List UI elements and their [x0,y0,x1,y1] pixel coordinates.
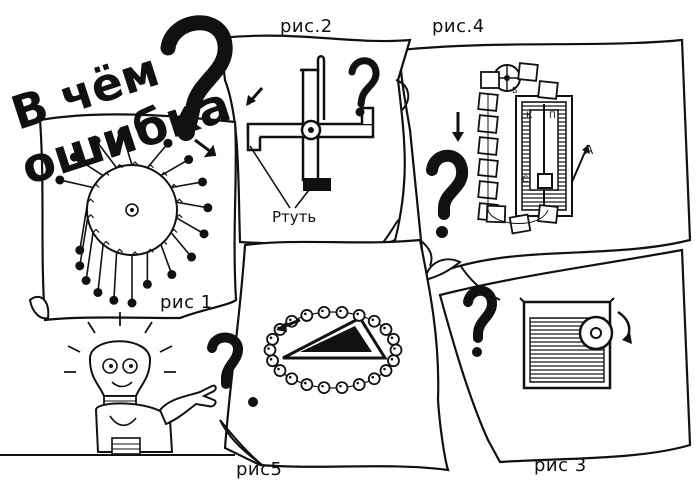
bead [336,307,347,318]
bead [301,310,312,321]
lever-weight [75,261,84,270]
lightbulb-character [64,312,216,454]
fig3-label: рис 3 [534,455,587,476]
bead-shine [270,336,273,339]
bead-shine [391,336,394,339]
lever-weight [70,153,79,162]
lever-weight [128,299,137,308]
bead [265,345,276,356]
bead [275,365,286,376]
bead [369,316,380,327]
bead-shine [289,318,292,321]
bead [388,355,399,366]
bead-shine [339,310,342,313]
fig2-mercury-label: Ртуть [272,208,316,226]
bead [319,382,330,393]
lever-weight [198,177,207,186]
bead-shine [267,347,270,350]
bead [369,373,380,384]
fig1-label: рис 1 [160,292,213,313]
bead [267,355,278,366]
chain-box [538,81,558,99]
bead [286,373,297,384]
bead-shine [304,313,307,316]
bead-shine [383,368,386,371]
bead-shine [371,376,374,379]
bead-shine [321,385,324,388]
chain-box [538,205,558,223]
bead [388,334,399,345]
fig4-label: рис.4 [432,16,485,37]
bead-shine [339,385,342,388]
bead [380,365,391,376]
bead [354,310,365,321]
lever-weight [163,139,172,148]
bead-shine [321,310,324,313]
chain-box [518,63,538,81]
bead [354,379,365,390]
lever-weight [75,246,84,255]
bead [391,345,402,356]
bead-shine [356,313,359,316]
bead [319,307,330,318]
lever-weight [143,280,152,289]
lever-weight [92,136,101,145]
bead-shine [391,358,394,361]
bead [267,334,278,345]
lever-weight [55,175,64,184]
bead-shine [277,368,280,371]
lever-weight [200,229,209,238]
lever-weight [203,203,212,212]
lever-weight [82,276,91,285]
bead [336,382,347,393]
bead-shine [383,327,386,330]
bead-shine [270,358,273,361]
bead [301,379,312,390]
fig2-label: рис.2 [280,16,333,37]
fig5-label: рис5 [236,459,282,480]
bead-shine [356,382,359,385]
lever-weight [167,270,176,279]
lever-weight [184,155,193,164]
bead [380,324,391,335]
bead-shine [393,347,396,350]
lever-weight [109,296,118,305]
fig4-label-c: С [522,175,528,185]
bead-shine [304,382,307,385]
chain-box [481,72,499,88]
fig4-label-k: К [526,111,533,121]
bead-shine [289,376,292,379]
lever-weight [117,128,126,137]
bead-shine [371,318,374,321]
lever-weight [187,253,196,262]
fig4-label-b: Б [512,86,518,95]
lever-weight [93,288,102,297]
fig4-label-p: П [549,111,556,121]
